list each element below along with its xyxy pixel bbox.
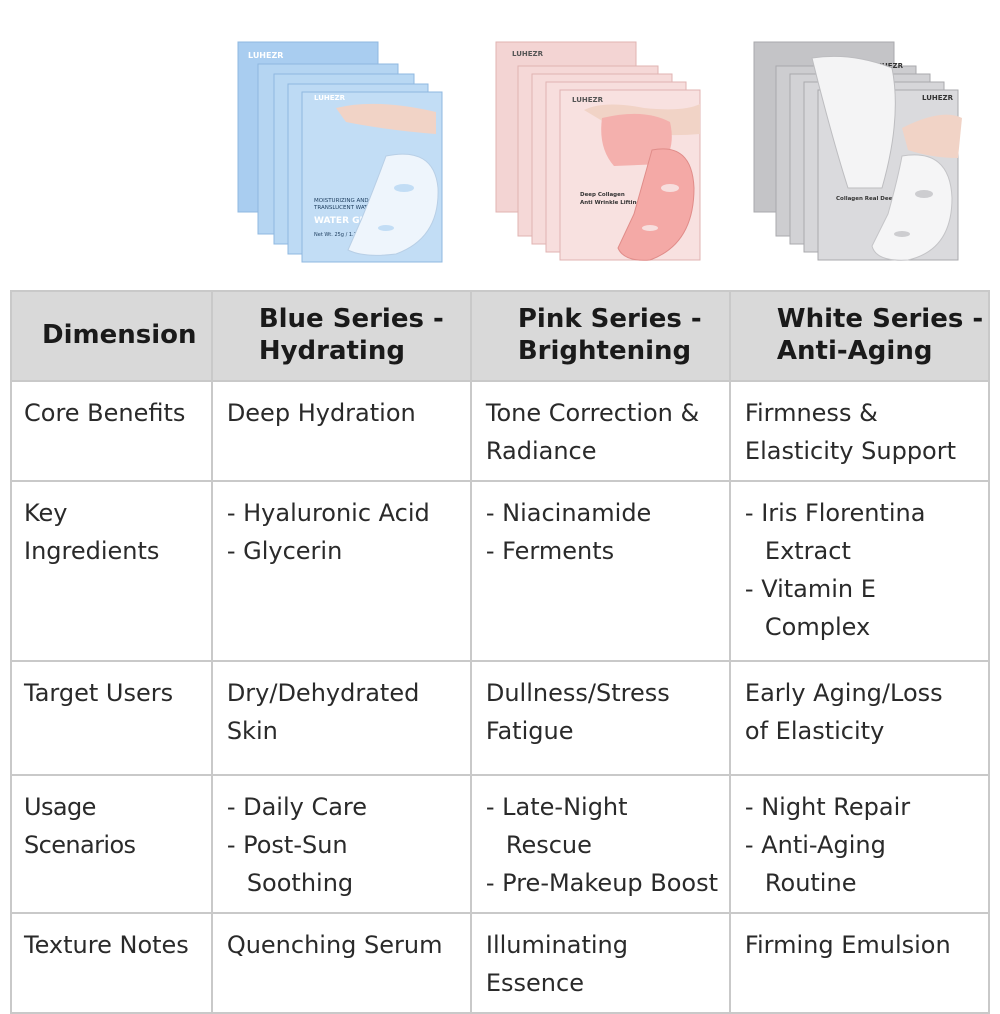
- pink-brand-front: LUHEZR: [572, 96, 604, 104]
- blue-net: Net Wt. 25g / 1.23oz: [314, 232, 366, 238]
- header-pink-series: Pink Series - Brightening: [469, 290, 731, 382]
- blue-line1: MOISTURIZING AND: [314, 198, 369, 204]
- blue-brand: LUHEZR: [248, 51, 283, 60]
- cell-white: Early Aging/Loss of Elasticity: [728, 660, 991, 776]
- cell-pink: Late-Night Rescue Pre-Makeup Boost: [469, 774, 731, 914]
- table-row: Target Users Dry/Dehydrated Skin Dullnes…: [10, 660, 991, 776]
- blue-brand-front: LUHEZR: [314, 94, 346, 102]
- header-dimension: Dimension: [10, 290, 213, 382]
- cell-white: Iris Florentina Extract Vitamin E Comple…: [728, 480, 991, 662]
- pink-mask-box-illustration: LUHEZR LUHEZR Deep Collagen Anti Wrinkle…: [495, 41, 701, 261]
- list-item: Post-Sun Soothing: [227, 826, 460, 902]
- list-item: Anti-Aging Routine: [745, 826, 978, 902]
- table-row: Texture Notes Quenching Serum Illuminati…: [10, 912, 991, 1014]
- pink-brand: LUHEZR: [512, 50, 544, 58]
- list-item: Pre-Makeup Boost: [486, 864, 719, 902]
- header-blue-series: Blue Series - Hydrating: [210, 290, 472, 382]
- blue-series-product-image: LUHEZR LUHEZR MOISTURIZING AND TRANSLUCE…: [236, 38, 466, 268]
- cell-pink: Dullness/Stress Fatigue: [469, 660, 731, 776]
- white-line1: Collagen Real Deep Mask: [836, 196, 915, 202]
- cell-blue: Deep Hydration: [210, 380, 472, 482]
- white-series-product-image: LUHEZR LUHEZR Collagen Real Deep Mask: [752, 38, 982, 268]
- cell-blue: Quenching Serum: [210, 912, 472, 1014]
- list-item: Ferments: [486, 532, 719, 570]
- table-row: Key Ingredients Hyaluronic Acid Glycerin…: [10, 480, 991, 662]
- row-label: Usage Scenarios: [10, 774, 213, 914]
- row-label: Core Benefits: [10, 380, 213, 482]
- cell-white: Night Repair Anti-Aging Routine: [728, 774, 991, 914]
- list-item: Hyaluronic Acid: [227, 494, 460, 532]
- cell-pink: Tone Correction & Radiance: [469, 380, 731, 482]
- pink-series-product-image: LUHEZR LUHEZR Deep Collagen Anti Wrinkle…: [494, 38, 724, 268]
- cell-blue: Daily Care Post-Sun Soothing: [210, 774, 472, 914]
- white-brand-front: LUHEZR: [922, 94, 954, 102]
- list-item: Iris Florentina Extract: [745, 494, 978, 570]
- cell-pink: Illuminating Essence: [469, 912, 731, 1014]
- list-item: Night Repair: [745, 788, 978, 826]
- cell-white: Firmness & Elasticity Support: [728, 380, 991, 482]
- cell-blue: Hyaluronic Acid Glycerin: [210, 480, 472, 662]
- header-white-series: White Series - Anti-Aging: [728, 290, 991, 382]
- product-images: LUHEZR LUHEZR MOISTURIZING AND TRANSLUCE…: [0, 0, 1000, 290]
- pink-line2: Anti Wrinkle Lifting Mask: [580, 200, 659, 206]
- row-label: Key Ingredients: [10, 480, 213, 662]
- cell-white: Firming Emulsion: [728, 912, 991, 1014]
- cell-pink: Niacinamide Ferments: [469, 480, 731, 662]
- white-mask-box-illustration: LUHEZR LUHEZR Collagen Real Deep Mask: [753, 41, 962, 261]
- list-item: Niacinamide: [486, 494, 719, 532]
- blue-line2: TRANSLUCENT WATER: [313, 205, 375, 211]
- cell-blue: Dry/Dehydrated Skin: [210, 660, 472, 776]
- list-item: Daily Care: [227, 788, 460, 826]
- table-row: Usage Scenarios Daily Care Post-Sun Soot…: [10, 774, 991, 914]
- list-item: Glycerin: [227, 532, 460, 570]
- list-item: Late-Night Rescue: [486, 788, 719, 864]
- list-item: Vitamin E Complex: [745, 570, 978, 646]
- pink-line1: Deep Collagen: [580, 192, 625, 198]
- row-label: Target Users: [10, 660, 213, 776]
- table-row: Core Benefits Deep Hydration Tone Correc…: [10, 380, 991, 482]
- row-label: Texture Notes: [10, 912, 213, 1014]
- comparison-table: Dimension Blue Series - Hydrating Pink S…: [10, 290, 991, 1014]
- table-header-row: Dimension Blue Series - Hydrating Pink S…: [10, 290, 991, 382]
- blue-mask-box-illustration: LUHEZR LUHEZR MOISTURIZING AND TRANSLUCE…: [237, 41, 443, 263]
